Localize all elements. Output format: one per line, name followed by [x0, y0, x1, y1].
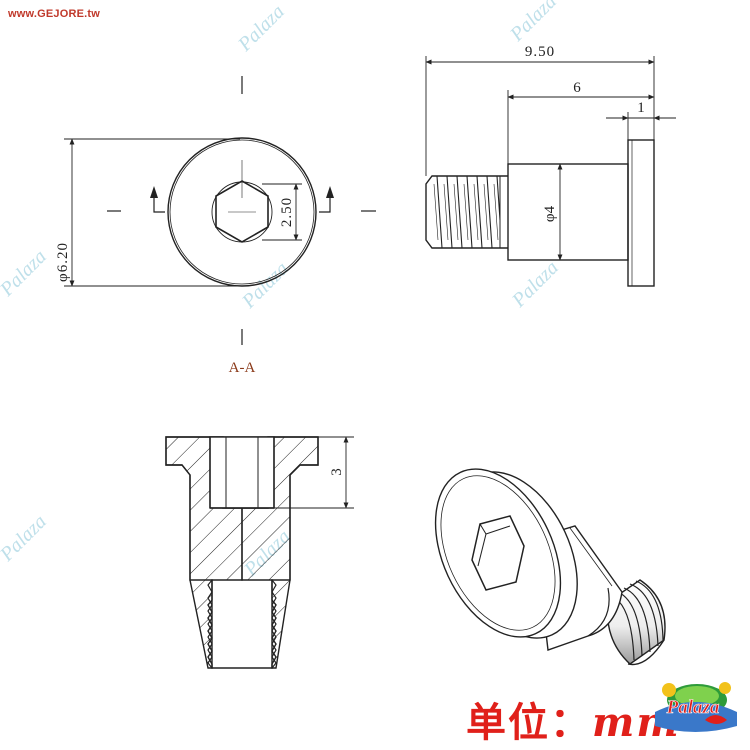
site-url: www.GEJORE.tw	[8, 8, 101, 20]
dim-head-thickness: 1	[637, 100, 645, 116]
shoulder	[507, 163, 629, 261]
dim-shoulder-diameter: φ4	[542, 205, 558, 222]
dim-shoulder-length: 6	[573, 80, 581, 96]
dim-head-diameter: φ6.20	[55, 242, 71, 282]
end-view	[64, 76, 376, 345]
palaza-logo-mascot-icon	[655, 682, 737, 732]
unit-label: 单位：	[466, 700, 592, 746]
logo-text: Palaza	[666, 697, 720, 719]
dim-hex-size: 2.50	[279, 197, 295, 227]
section-label: A-A	[229, 360, 256, 376]
dim-socket-depth: 3	[329, 468, 345, 476]
hex-socket-cavity	[209, 436, 275, 509]
iso-hex-socket	[471, 515, 525, 591]
head-circle	[167, 137, 317, 287]
dim-overall-length: 9.50	[525, 44, 555, 60]
unit-note: 单位：mm	[466, 690, 681, 748]
section-view	[165, 436, 354, 669]
side-view	[425, 56, 676, 287]
isometric-view	[434, 468, 666, 666]
